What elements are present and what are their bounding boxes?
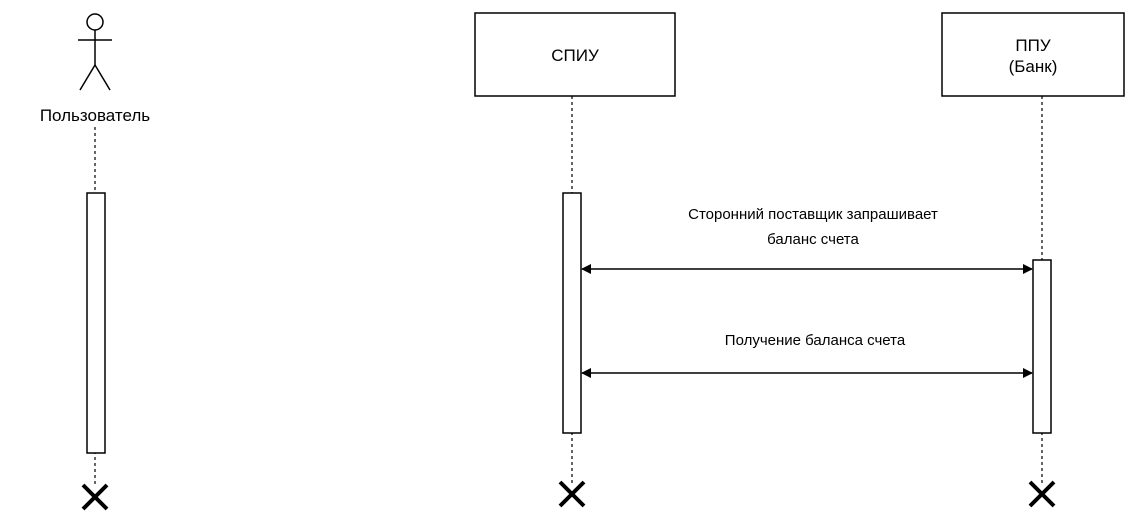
participant-spiu-label: СПИУ xyxy=(551,46,599,65)
message-label-line2: баланс счета xyxy=(767,231,859,248)
destroy-marker-user xyxy=(81,483,109,511)
participant-ppu: ППУ (Банк) xyxy=(941,12,1125,97)
message-request-balance: Сторонний поставщик запрашивает баланс с… xyxy=(581,206,1033,274)
actor-head xyxy=(86,13,104,31)
message-label-line1: Получение баланса счета xyxy=(725,332,906,349)
activation-bar-user xyxy=(86,192,106,454)
message-receive-balance: Получение баланса счета xyxy=(581,332,1033,378)
actor-right-leg xyxy=(94,64,111,91)
participant-spiu: СПИУ xyxy=(474,12,676,97)
message-label-line1: Сторонний поставщик запрашивает xyxy=(688,206,938,223)
activation-bar-ppu xyxy=(1032,259,1052,434)
activation-bar-spiu xyxy=(562,192,582,434)
participant-ppu-label-line2: (Банк) xyxy=(1009,57,1058,76)
actor-left-leg xyxy=(79,64,96,91)
participant-box xyxy=(474,12,676,97)
actor-user-label: Пользователь xyxy=(40,106,150,125)
actor-user: Пользователь xyxy=(40,13,150,125)
participant-ppu-label-line1: ППУ xyxy=(1015,36,1050,55)
destroy-marker-spiu xyxy=(558,480,586,508)
destroy-marker-ppu xyxy=(1028,480,1056,508)
participant-box xyxy=(941,12,1125,97)
